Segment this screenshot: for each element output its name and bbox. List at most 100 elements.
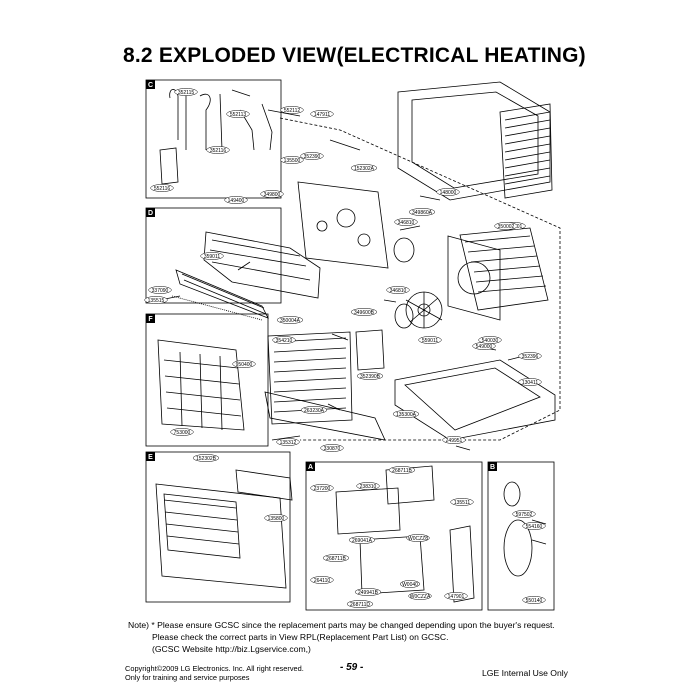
part-label: 554160 <box>522 522 546 530</box>
part-label-balloon <box>348 536 376 544</box>
part-label: 249941B <box>354 588 382 596</box>
part-label-text: 135800 <box>268 516 285 522</box>
part-label-text: 346810 <box>390 288 407 294</box>
part-label: 268711B <box>388 466 416 474</box>
section-d-box <box>145 207 282 304</box>
part-label: 346810 <box>394 218 418 226</box>
part-label: 149400 <box>224 196 248 204</box>
part-label: 352116 <box>206 146 230 154</box>
part-label: 135800 <box>264 514 288 522</box>
part-label-balloon <box>356 482 380 490</box>
part-label: 337090 <box>148 286 172 294</box>
part-label-balloon <box>200 252 224 260</box>
part-labels: 352115 552113 552112 147911 352116 552116 1355… <box>144 88 546 608</box>
part-label-balloon <box>512 510 536 518</box>
section-b-box <box>487 461 555 611</box>
part-label: 135312 <box>276 438 300 446</box>
part-label: 238310 <box>356 482 380 490</box>
bulkhead <box>297 181 389 269</box>
page-title: 8.2 EXPLODED VIEW(ELECTRICAL HEATING) <box>123 44 586 67</box>
part-label-balloon <box>388 466 416 474</box>
part-label-text: W0CZZ8 <box>408 536 428 542</box>
unit-outline <box>279 117 561 441</box>
part-label-text: 346810 <box>398 220 415 226</box>
part-label-text: W0040 <box>402 582 418 588</box>
part-label-text: 554160 <box>526 524 543 530</box>
part-label-balloon <box>260 190 284 198</box>
part-label-balloon <box>280 156 304 164</box>
part-label-balloon <box>206 146 230 154</box>
blower-housing <box>203 231 321 299</box>
part-label-balloon <box>522 522 546 530</box>
part-label: 152302B <box>192 454 220 462</box>
part-label-text: 249951 <box>446 438 463 444</box>
cabinet-outer <box>397 81 551 201</box>
part-label-text: 263230A <box>304 408 325 414</box>
rear-grille <box>499 103 553 199</box>
base-pan <box>394 359 556 441</box>
part-label-balloon <box>174 88 198 96</box>
part-label-balloon <box>280 106 304 114</box>
part-label: 147901 <box>444 592 468 600</box>
section-c-box <box>145 79 282 199</box>
part-label-text: 238310 <box>360 484 377 490</box>
part-label-balloon <box>224 196 248 204</box>
part-label-balloon <box>444 592 468 600</box>
part-label-balloon <box>276 316 304 324</box>
part-label-text: 549000 <box>476 344 493 350</box>
part-label: 552116 <box>150 184 174 192</box>
note-line-2: Please check the correct parts in View R… <box>152 632 449 642</box>
part-label-text: 268711B <box>392 468 412 474</box>
part-label-text: 330870 <box>324 446 341 452</box>
cross-flow-fan <box>175 269 269 319</box>
part-label-balloon <box>346 600 374 608</box>
part-label-text: 147911 <box>314 112 331 118</box>
part-label: W0CZZ8 <box>406 534 430 542</box>
part-label: 263230A <box>300 406 328 414</box>
part-label-text: 550140 <box>526 598 543 604</box>
part-label: 552113 <box>226 110 250 118</box>
part-label-balloon <box>436 188 460 196</box>
part-label-text: 753000 <box>174 430 191 436</box>
footer-internal: LGE Internal Use Only <box>482 668 568 678</box>
control-box <box>355 329 385 371</box>
part-label: 147911 <box>310 110 334 118</box>
part-label-text: 552116 <box>154 186 171 192</box>
part-label-balloon <box>408 592 432 600</box>
part-label-text: 337090 <box>152 288 169 294</box>
part-label-balloon <box>350 164 378 172</box>
section-a-box <box>305 461 483 611</box>
section-markers: C D F E A B <box>146 80 497 471</box>
part-label-balloon <box>478 336 502 344</box>
part-label-balloon <box>300 406 328 414</box>
shroud <box>447 235 501 321</box>
part-label-text: 950400 <box>236 362 253 368</box>
part-label-balloon <box>310 484 334 492</box>
part-label-text: 552112 <box>284 108 301 114</box>
part-label: 135500 <box>280 156 304 164</box>
pcb-a <box>335 487 401 535</box>
part-label-text: 269041A <box>352 538 373 544</box>
part-label-text: 135300A <box>396 412 417 418</box>
part-label: 268711B <box>322 554 350 562</box>
part-label: 559011 <box>418 336 442 344</box>
part-label-text: 237200 <box>314 486 331 492</box>
part-label-text: 152302A <box>354 166 375 172</box>
part-label-text: 149400 <box>228 198 245 204</box>
part-label-text: 352390 <box>304 154 321 160</box>
part-label-text: 597502 <box>516 512 533 518</box>
blower-motor <box>393 237 415 263</box>
part-label-balloon <box>310 576 334 584</box>
part-label-text: 352115 <box>178 90 195 96</box>
part-label-balloon <box>170 428 194 436</box>
part-label: 550140 <box>522 596 546 604</box>
part-label-balloon <box>354 588 382 596</box>
part-label: 268711D <box>346 600 374 608</box>
section-f-label: F <box>148 316 153 323</box>
part-label: 352115 <box>174 88 198 96</box>
part-label-balloon <box>522 596 546 604</box>
section-a-label: A <box>308 464 313 471</box>
part-label: 540030 <box>478 336 502 344</box>
part-label-balloon <box>320 444 344 452</box>
part-label-balloon <box>400 580 420 588</box>
